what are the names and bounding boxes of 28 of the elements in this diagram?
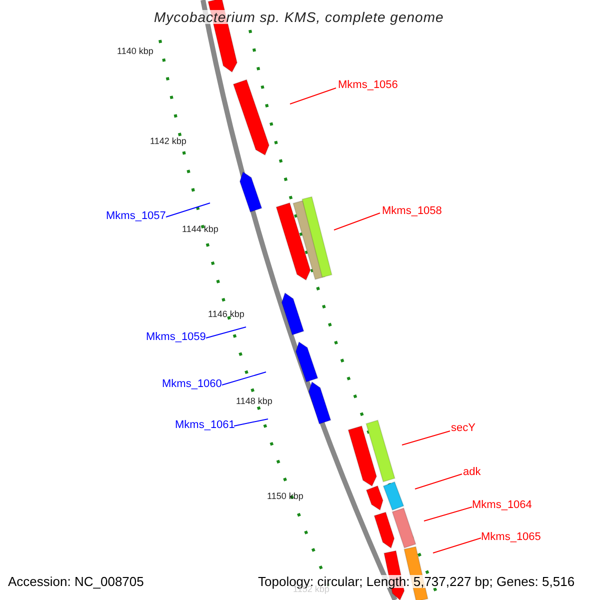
accession-text: Accession: NC_008705 <box>8 575 144 588</box>
scale-label: 1146 kbp <box>208 310 244 319</box>
leader-line <box>402 430 450 446</box>
gene-label: adk <box>463 467 481 478</box>
gene-label: Mkms_1058 <box>382 206 442 217</box>
gene-label: Mkms_1065 <box>481 532 541 543</box>
gene-label: Mkms_1060 <box>162 379 222 390</box>
leader-line <box>432 538 482 554</box>
leader-line <box>334 212 380 230</box>
genome-summary-text: Topology: circular; Length: 5,737,227 bp; Genes: 5,516 <box>258 575 575 588</box>
scale-label: 1140 kbp <box>117 47 154 56</box>
leader-line <box>424 506 472 522</box>
leader-line <box>206 326 246 338</box>
scale-label: 1142 kbp <box>150 137 186 146</box>
gene-label: Mkms_1056 <box>338 80 398 91</box>
scale-label: 1144 kbp <box>182 225 218 234</box>
gene-label: Mkms_1057 <box>106 211 166 222</box>
gene-label: secY <box>451 423 476 434</box>
leader-line <box>290 88 336 104</box>
leader-line <box>166 202 210 218</box>
leader-line <box>414 474 462 490</box>
leader-line <box>222 372 266 386</box>
gene-label: Mkms_1064 <box>472 500 532 511</box>
scale-label: 1150 kbp <box>267 492 304 501</box>
scale-label: 1148 kbp <box>236 397 272 406</box>
leader-line <box>234 418 268 426</box>
gene-label: Mkms_1061 <box>175 420 235 431</box>
gene-label: Mkms_1059 <box>146 332 206 343</box>
